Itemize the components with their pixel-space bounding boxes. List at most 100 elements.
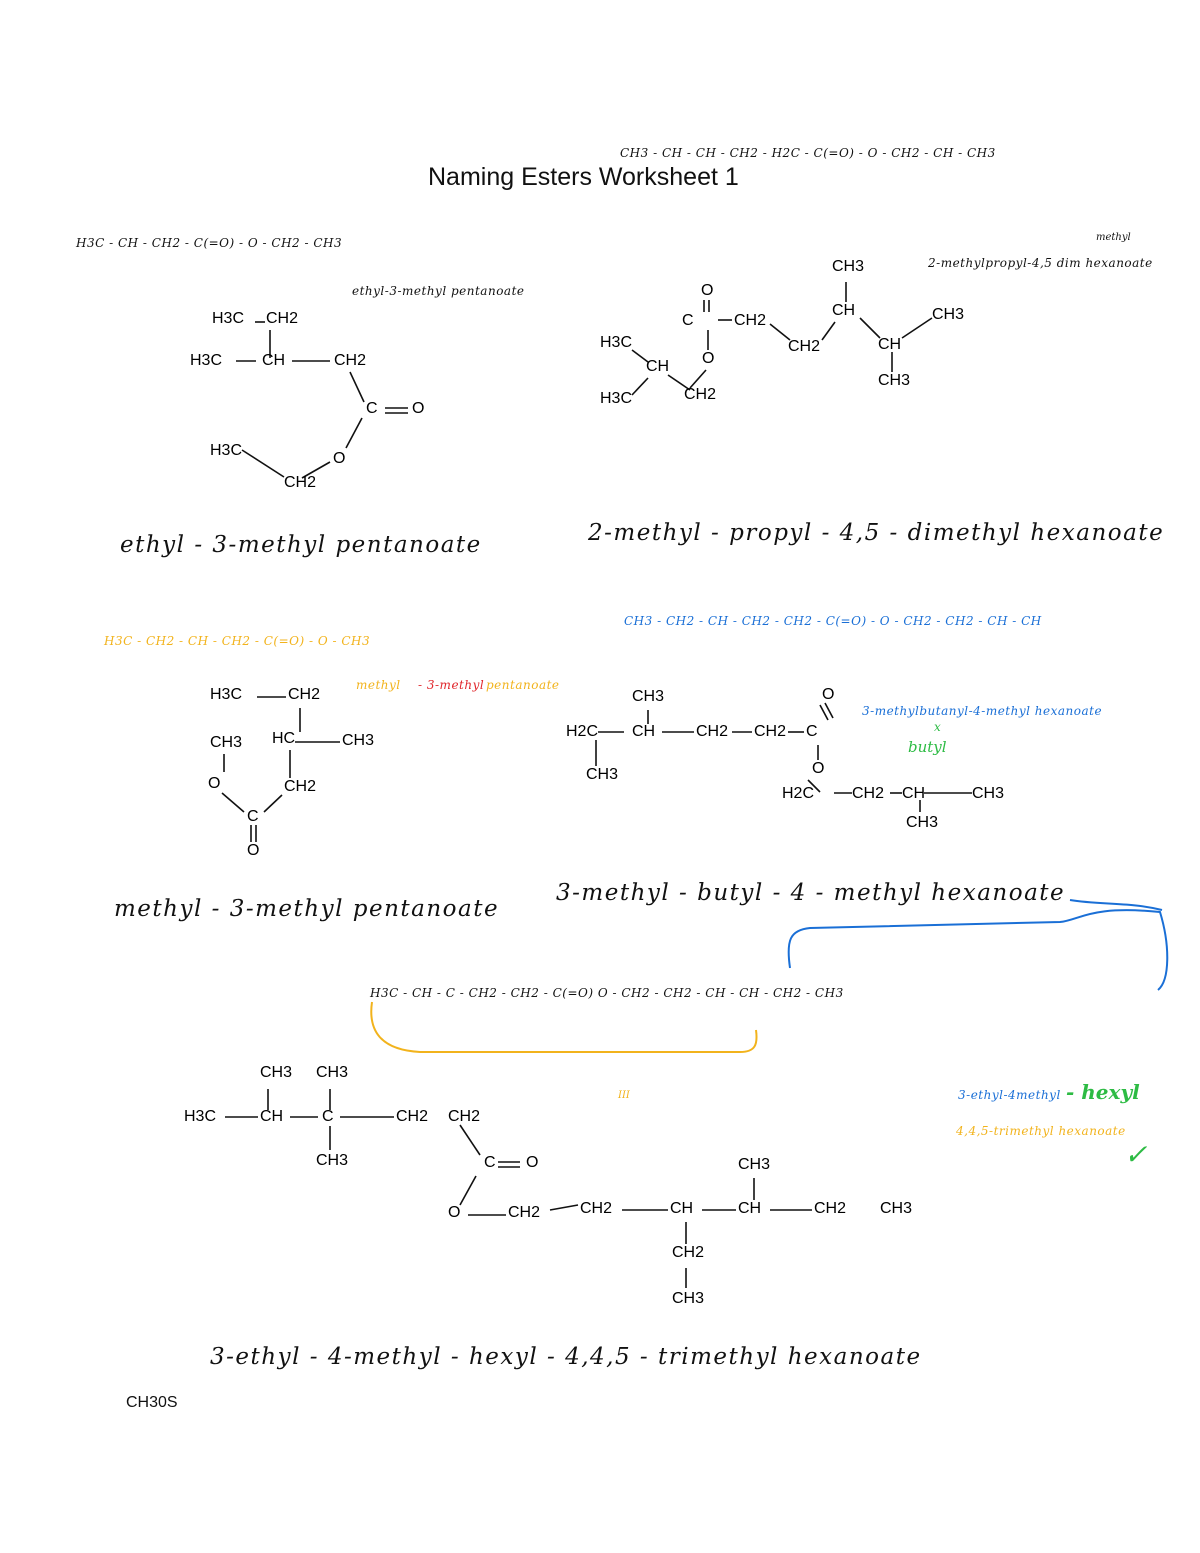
hw-note-q5-hexyl: - hexyl: [1066, 1080, 1140, 1104]
hw-note-q4-mark: x: [934, 720, 942, 734]
hw-condensed-q3: H3C - CH2 - CH - CH2 - C(=O) - O - CH3: [104, 634, 371, 648]
hw-note-q3-c: pentanoate: [486, 678, 560, 692]
checkmark-icon: ✓: [1124, 1138, 1148, 1171]
hw-note-q3-b: - 3-methyl: [418, 678, 485, 692]
s4-atom: CH3: [972, 785, 1005, 802]
s4-atom: O: [812, 760, 825, 777]
s4-atom: O: [822, 686, 835, 703]
s3-atom: CH2: [284, 778, 317, 795]
s1-atom: H3C: [210, 442, 243, 459]
s2-atom: CH3: [932, 306, 965, 323]
hw-note-q5-mark: III: [618, 1090, 630, 1101]
s4-atom: CH2: [852, 785, 885, 802]
s2-atom: CH2: [734, 312, 767, 329]
hw-answer-q2: 2-methyl - propyl - 4,5 - dimethyl hexan…: [588, 520, 1165, 546]
hw-answer-q4: 3-methyl - butyl - 4 - methyl hexanoate: [556, 880, 1066, 906]
s2-atom: O: [701, 282, 714, 299]
s5-atom: C: [322, 1108, 334, 1125]
s2-atom: CH: [646, 358, 670, 375]
structure-5: [225, 1089, 812, 1288]
hw-condensed-q2: CH3 - CH - CH - CH2 - H2C - C(=O) - O - …: [620, 146, 996, 160]
s3-atom: CH2: [288, 686, 321, 703]
footer-course-code: CH30S: [126, 1394, 178, 1411]
hw-condensed-q5: H3C - CH - C - CH2 - CH2 - C(=O) O - CH2…: [370, 986, 844, 1000]
s3-atom: CH3: [342, 732, 375, 749]
s5-atom: H3C: [184, 1108, 217, 1125]
s5-atom: CH2: [448, 1108, 481, 1125]
s4-atom: CH3: [632, 688, 665, 705]
s2-atom: O: [702, 350, 715, 367]
page-title: Naming Esters Worksheet 1: [428, 163, 739, 191]
s1-atom: O: [333, 450, 346, 467]
hw-note-q4-correction: butyl: [908, 738, 947, 756]
s1-atom: H3C: [190, 352, 223, 369]
structure-1: [236, 321, 408, 479]
s3-atom: O: [208, 775, 221, 792]
s1-atom: H3C: [212, 310, 245, 327]
s5-atom: CH2: [672, 1244, 705, 1261]
s5-atom: CH2: [814, 1200, 847, 1217]
hw-note-q3-a: methyl: [356, 678, 401, 692]
hw-note-q4: 3-methylbutanyl-4-methyl hexanoate: [862, 704, 1103, 718]
s4-atom: H2C: [566, 723, 599, 740]
s2-atom: CH: [878, 336, 902, 353]
acid-bracket-blue: [787, 909, 1169, 991]
alcohol-bracket-yellow: [370, 1001, 758, 1053]
hw-note-q1: ethyl-3-methyl pentanoate: [352, 284, 525, 298]
s5-atom: CH: [738, 1200, 762, 1217]
s1-atom: CH: [262, 352, 286, 369]
s5-atom: CH2: [508, 1204, 541, 1221]
s5-atom: CH: [260, 1108, 284, 1125]
s2-atom: CH2: [684, 386, 717, 403]
s5-atom: CH2: [396, 1108, 429, 1125]
s1-atom: C: [366, 400, 378, 417]
structure-2: [631, 282, 933, 396]
s5-atom: O: [526, 1154, 539, 1171]
structure-4: [595, 702, 972, 812]
s5-atom: CH3: [316, 1064, 349, 1081]
s5-atom: CH3: [738, 1156, 771, 1173]
s2-atom: H3C: [600, 334, 633, 351]
s3-atom: C: [247, 808, 259, 825]
hw-note-q2-b: methyl: [1096, 232, 1131, 243]
s5-atom: CH: [670, 1200, 694, 1217]
s1-atom: CH2: [334, 352, 367, 369]
s5-atom: CH3: [672, 1290, 705, 1307]
hw-answer-q5: 3-ethyl - 4-methyl - hexyl - 4,4,5 - tri…: [210, 1344, 922, 1370]
s5-atom: CH3: [316, 1152, 349, 1169]
s4-atom: CH2: [696, 723, 729, 740]
s4-atom: CH3: [586, 766, 619, 783]
hw-answer-q1: ethyl - 3-methyl pentanoate: [120, 532, 482, 558]
s2-atom: CH2: [788, 338, 821, 355]
s4-atom: H2C: [782, 785, 815, 802]
hw-answer-q3: methyl - 3-methyl pentanoate: [114, 896, 500, 922]
s2-atom: CH: [832, 302, 856, 319]
s5-atom: C: [484, 1154, 496, 1171]
s3-atom: CH3: [210, 734, 243, 751]
s4-atom: CH2: [754, 723, 787, 740]
s5-atom: O: [448, 1204, 461, 1221]
s1-atom: O: [412, 400, 425, 417]
s3-atom: H3C: [210, 686, 243, 703]
s3-atom: O: [247, 842, 260, 859]
s4-atom: CH: [632, 723, 656, 740]
s2-atom: CH3: [878, 372, 911, 389]
structure-3: [221, 696, 340, 842]
s2-atom: H3C: [600, 390, 633, 407]
hw-note-q2: 2-methylpropyl-4,5 dim hexanoate: [928, 256, 1153, 270]
hw-note-q5-acid: 4,4,5-trimethyl hexanoate: [956, 1124, 1126, 1138]
s1-atom: CH2: [284, 474, 317, 491]
s5-atom: CH2: [580, 1200, 613, 1217]
s3-atom: HC: [272, 730, 296, 747]
hw-note-q5-alcohol: 3-ethyl-4methyl: [958, 1088, 1061, 1102]
s1-atom: CH2: [266, 310, 299, 327]
s5-atom: CH3: [880, 1200, 913, 1217]
s5-atom: CH3: [260, 1064, 293, 1081]
s2-atom: C: [682, 312, 694, 329]
hw-condensed-q4: CH3 - CH2 - CH - CH2 - CH2 - C(=O) - O -…: [624, 614, 1042, 628]
s4-atom: CH3: [906, 814, 939, 831]
s4-atom: C: [806, 723, 818, 740]
hw-condensed-q1: H3C - CH - CH2 - C(=O) - O - CH2 - CH3: [76, 236, 343, 250]
